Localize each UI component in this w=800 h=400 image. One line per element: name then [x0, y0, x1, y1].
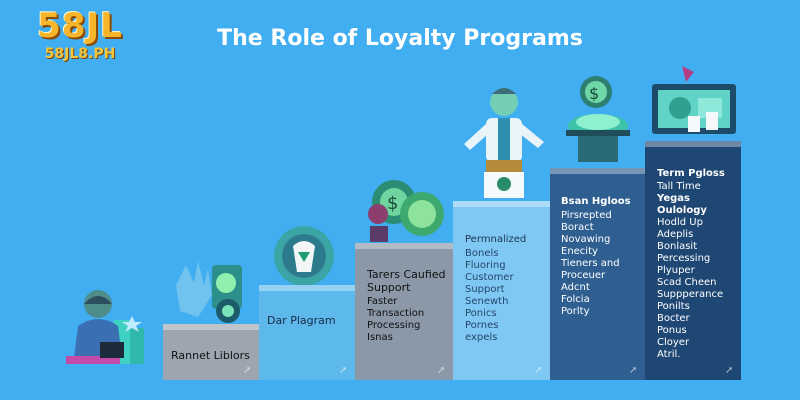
- step-item: Faster: [367, 296, 398, 307]
- step-item: Ponilts: [657, 301, 690, 312]
- monitor-icon: [652, 66, 736, 134]
- brand-logo-text: 58JL: [37, 6, 123, 46]
- step-item: Tall Time: [657, 181, 701, 192]
- step-item: Ponus: [657, 325, 687, 336]
- step-cap: [453, 201, 550, 207]
- robot-character-icon: [464, 88, 544, 198]
- step-item: Novawing: [561, 234, 611, 245]
- step-item: Yegas Oulology: [657, 193, 707, 216]
- step-item: Folcia: [561, 294, 590, 305]
- step-item: Senewth: [465, 296, 509, 307]
- step-label: Permnalized: [465, 234, 527, 245]
- step-label: Bsan Hgloos: [561, 196, 631, 207]
- page-title: The Role of Loyalty Programs: [217, 26, 583, 51]
- step-item: Bonels: [465, 248, 499, 259]
- arrow-icon: ➚: [243, 365, 252, 376]
- step-cap: [645, 141, 741, 147]
- step-item: Pirsrepted: [561, 210, 612, 221]
- step-6: Term Pgloss Tall Time Yegas Oulology Hod…: [645, 141, 741, 380]
- step-item: Bocter: [657, 313, 690, 324]
- step-item: Atril.: [657, 349, 681, 360]
- coin-fountain-icon: $: [566, 76, 630, 162]
- step-item: Ponics: [465, 308, 497, 319]
- step-item: expels: [465, 332, 498, 343]
- step-cap: [550, 168, 645, 174]
- brand-logo[interactable]: 58JL 58JL8.PH: [22, 6, 138, 66]
- person-at-laptop-icon: [66, 290, 144, 364]
- step-items: Tall Time Yegas Oulology Hodld Up Adepli…: [657, 181, 741, 361]
- step-item: Fluoring: [465, 260, 506, 271]
- arrow-icon: ➚: [629, 365, 638, 376]
- arrow-icon: ➚: [339, 365, 348, 376]
- step-item: Transaction: [367, 308, 425, 319]
- step-2: Dar Plagram ➚: [259, 285, 355, 380]
- gear-hand-icon: [176, 261, 242, 323]
- step-item: Porlty: [561, 306, 590, 317]
- brand-logo-domain: 58JL8.PH: [44, 46, 116, 62]
- step-item: Adeplis: [657, 229, 694, 240]
- step-item: Customer: [465, 272, 514, 283]
- step-item: Proceuer: [561, 270, 606, 281]
- step-cap: [163, 324, 259, 330]
- step-item: Pornes: [465, 320, 499, 331]
- step-item: Percessing: [657, 253, 711, 264]
- step-item: Cloyer: [657, 337, 690, 348]
- step-item: Support: [465, 284, 505, 295]
- step-4: Permnalized Bonels Fluoring Customer Sup…: [453, 201, 550, 380]
- step-item: Boract: [561, 222, 594, 233]
- step-label: Term Pgloss: [657, 168, 725, 179]
- step-item: Adcnt: [561, 282, 590, 293]
- arrow-icon: ➚: [725, 365, 734, 376]
- gear-coin-icon: [274, 226, 334, 286]
- step-cap: [355, 243, 453, 249]
- svg-text:$: $: [387, 193, 398, 214]
- step-3: Tarers Caufied Support Faster Transactio…: [355, 243, 453, 380]
- step-item: Isnas: [367, 332, 393, 343]
- step-label: Rannet Liblors: [171, 349, 250, 362]
- step-5: Bsan Hgloos Pirsrepted Boract Novawing E…: [550, 168, 645, 380]
- step-item: Suppperance: [657, 289, 724, 300]
- step-item: Plyuper: [657, 265, 695, 276]
- character-with-coins-icon: $: [368, 180, 444, 242]
- step-item: Tieners and: [561, 258, 620, 269]
- step-item: Bonlasit: [657, 241, 698, 252]
- arrow-icon: ➚: [534, 365, 543, 376]
- step-1: Rannet Liblors ➚: [163, 324, 259, 380]
- step-item: Processing: [367, 320, 421, 331]
- step-label: Tarers Caufied Support: [367, 268, 446, 294]
- step-items: Bonels Fluoring Customer Support Senewth…: [465, 248, 514, 344]
- step-item: Scad Cheen: [657, 277, 717, 288]
- step-label: Dar Plagram: [267, 314, 336, 327]
- step-item: Hodld Up: [657, 217, 703, 228]
- step-cap: [259, 285, 355, 291]
- step-item: Enecity: [561, 246, 598, 257]
- step-items: Faster Transaction Processing Isnas: [367, 296, 424, 344]
- svg-text:$: $: [589, 84, 599, 103]
- step-items: Pirsrepted Boract Novawing Enecity Tiene…: [561, 210, 620, 318]
- arrow-icon: ➚: [437, 365, 446, 376]
